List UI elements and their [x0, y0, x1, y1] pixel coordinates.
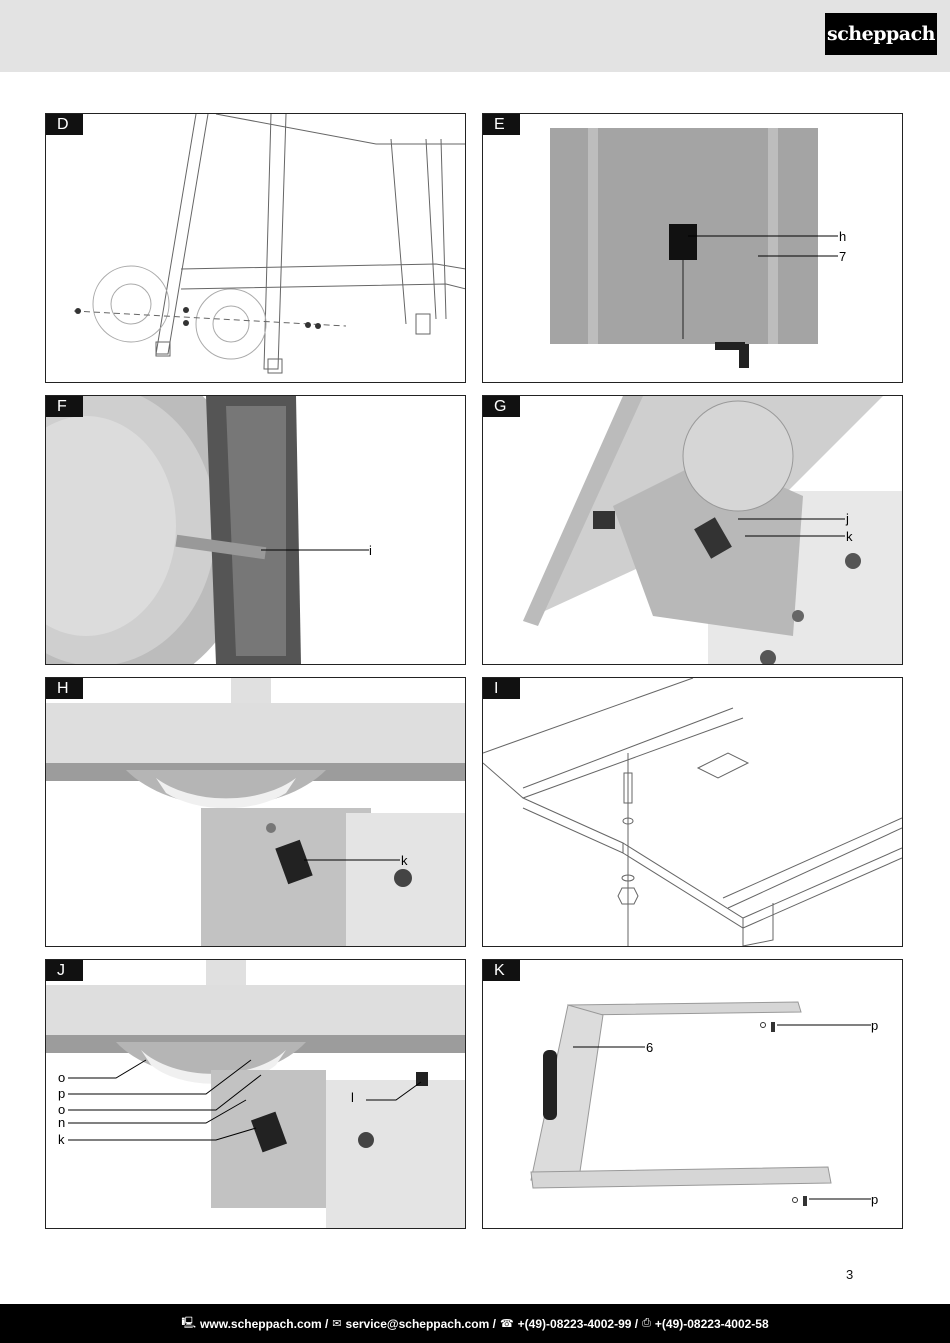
angle-scale-photo — [46, 678, 465, 946]
callout-o: o — [58, 1102, 66, 1117]
footer-fax: +(49)-08223-4002-58 — [654, 1316, 769, 1331]
footer-email[interactable]: service@scheppach.com / — [345, 1316, 496, 1331]
figure-g: G j k — [482, 395, 903, 665]
callout-j: j — [846, 511, 849, 526]
table-top-photo — [550, 128, 838, 368]
figure-label: G — [483, 396, 520, 417]
figure-label: F — [46, 396, 83, 417]
callout-7: 7 — [839, 249, 847, 264]
footer-phone: +(49)-08223-4002-99 / — [517, 1316, 639, 1331]
page-footer: 🖳 www.scheppach.com / ✉ service@scheppac… — [0, 1304, 950, 1343]
callout-h: h — [839, 229, 847, 244]
figure-h: H k — [45, 677, 466, 947]
fax-icon: ⎙ — [642, 1317, 651, 1329]
callout-k: k — [401, 853, 408, 868]
callout-p: p — [871, 1192, 879, 1207]
page-header: scheppach — [0, 0, 950, 72]
frame-assembly-photo — [530, 1001, 871, 1206]
envelope-icon: ✉ — [332, 1318, 342, 1330]
page-number: 3 — [846, 1267, 854, 1282]
figure-label: I — [483, 678, 520, 699]
callout-o: o — [58, 1070, 66, 1085]
table-extension-drawing — [483, 678, 902, 946]
figure-label: J — [46, 960, 83, 981]
brand-logo: scheppach — [825, 13, 937, 55]
bolt-photo — [46, 396, 465, 664]
figure-label: H — [46, 678, 83, 699]
figure-j: J o p o n k l — [45, 959, 466, 1229]
callout-i: i — [369, 543, 372, 558]
callout-6: 6 — [646, 1040, 654, 1055]
stand-illustration — [73, 114, 465, 374]
callout-k: k — [58, 1132, 65, 1147]
callout-k: k — [846, 529, 853, 544]
bevel-adjustment-photo — [523, 396, 902, 664]
figure-label: K — [483, 960, 520, 981]
callout-p: p — [58, 1086, 66, 1101]
figure-label: E — [483, 114, 520, 135]
callout-n: n — [58, 1115, 66, 1130]
angle-scale-detail-photo — [46, 960, 465, 1228]
figure-i: I — [482, 677, 903, 947]
figure-label: D — [46, 114, 83, 135]
footer-website[interactable]: www.scheppach.com / — [200, 1316, 329, 1331]
callout-p: p — [871, 1018, 879, 1033]
phone-icon: ☎ — [499, 1318, 514, 1330]
figure-e: E h 7 — [482, 113, 903, 383]
computer-icon: 🖳 — [181, 1317, 197, 1329]
figure-f: F i — [45, 395, 466, 665]
figure-k: K 6 p p — [482, 959, 903, 1229]
callout-l: l — [351, 1090, 354, 1105]
figure-d: D — [45, 113, 466, 383]
